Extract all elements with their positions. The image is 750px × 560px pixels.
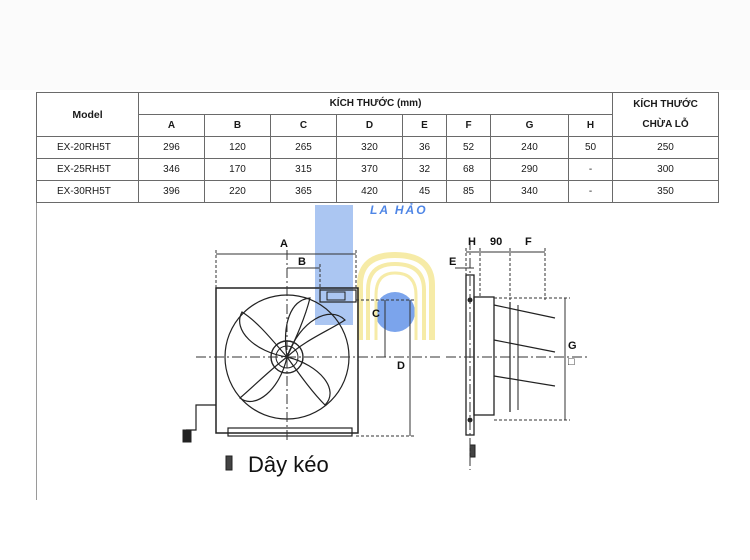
cord-plug — [182, 429, 192, 443]
spec-table: Model KÍCH THƯỚC (mm) KÍCH THƯỚC CHỪA LỖ… — [36, 92, 719, 203]
label-a: A — [280, 238, 288, 250]
model-cell: EX-30RH5T — [36, 180, 139, 203]
side-dimensions — [446, 240, 590, 470]
shutter-block — [326, 291, 346, 301]
label-c: C — [372, 308, 380, 320]
table-row: EX-20RH5T 296 120 265 320 36 52 240 50 2… — [36, 136, 719, 159]
guard-wire — [493, 375, 556, 387]
fan-blades — [239, 297, 346, 406]
table-row: EX-30RH5T 396 220 365 420 45 85 340 - 35… — [36, 180, 719, 203]
value-cell: 396 — [138, 180, 205, 203]
label-f: F — [525, 236, 532, 248]
label-g-square: □ — [568, 356, 575, 368]
label-e: E — [449, 256, 457, 268]
shutter-bracket — [319, 289, 357, 303]
front-dimensions — [196, 250, 440, 440]
pull-cord — [186, 404, 216, 431]
label-h: H — [468, 236, 476, 248]
label-90: 90 — [490, 236, 503, 248]
top-background — [0, 0, 750, 90]
column-header-row: A B C D E F G H — [37, 114, 719, 137]
pull-cord-caption: Dây kéo — [248, 452, 329, 477]
label-g: G — [568, 340, 577, 352]
label-d: D — [397, 360, 405, 372]
side-view — [465, 274, 556, 458]
header-model: Model — [36, 92, 139, 137]
guard-wire — [493, 304, 556, 319]
header-hole-line1: KÍCH THƯỚC — [633, 98, 698, 110]
side-body — [473, 296, 495, 416]
side-cord-handle — [469, 444, 476, 458]
label-b: B — [298, 256, 306, 268]
hole-cell: 350 — [612, 180, 719, 203]
value-cell: 45 — [402, 180, 447, 203]
value-cell: 420 — [336, 180, 403, 203]
guard-wire — [493, 339, 556, 353]
header-hole-line2: CHỪA LỖ — [642, 118, 689, 130]
fan-base — [227, 427, 353, 437]
cord-handle — [225, 455, 233, 471]
watermark-text: LA HẢO — [370, 203, 428, 217]
